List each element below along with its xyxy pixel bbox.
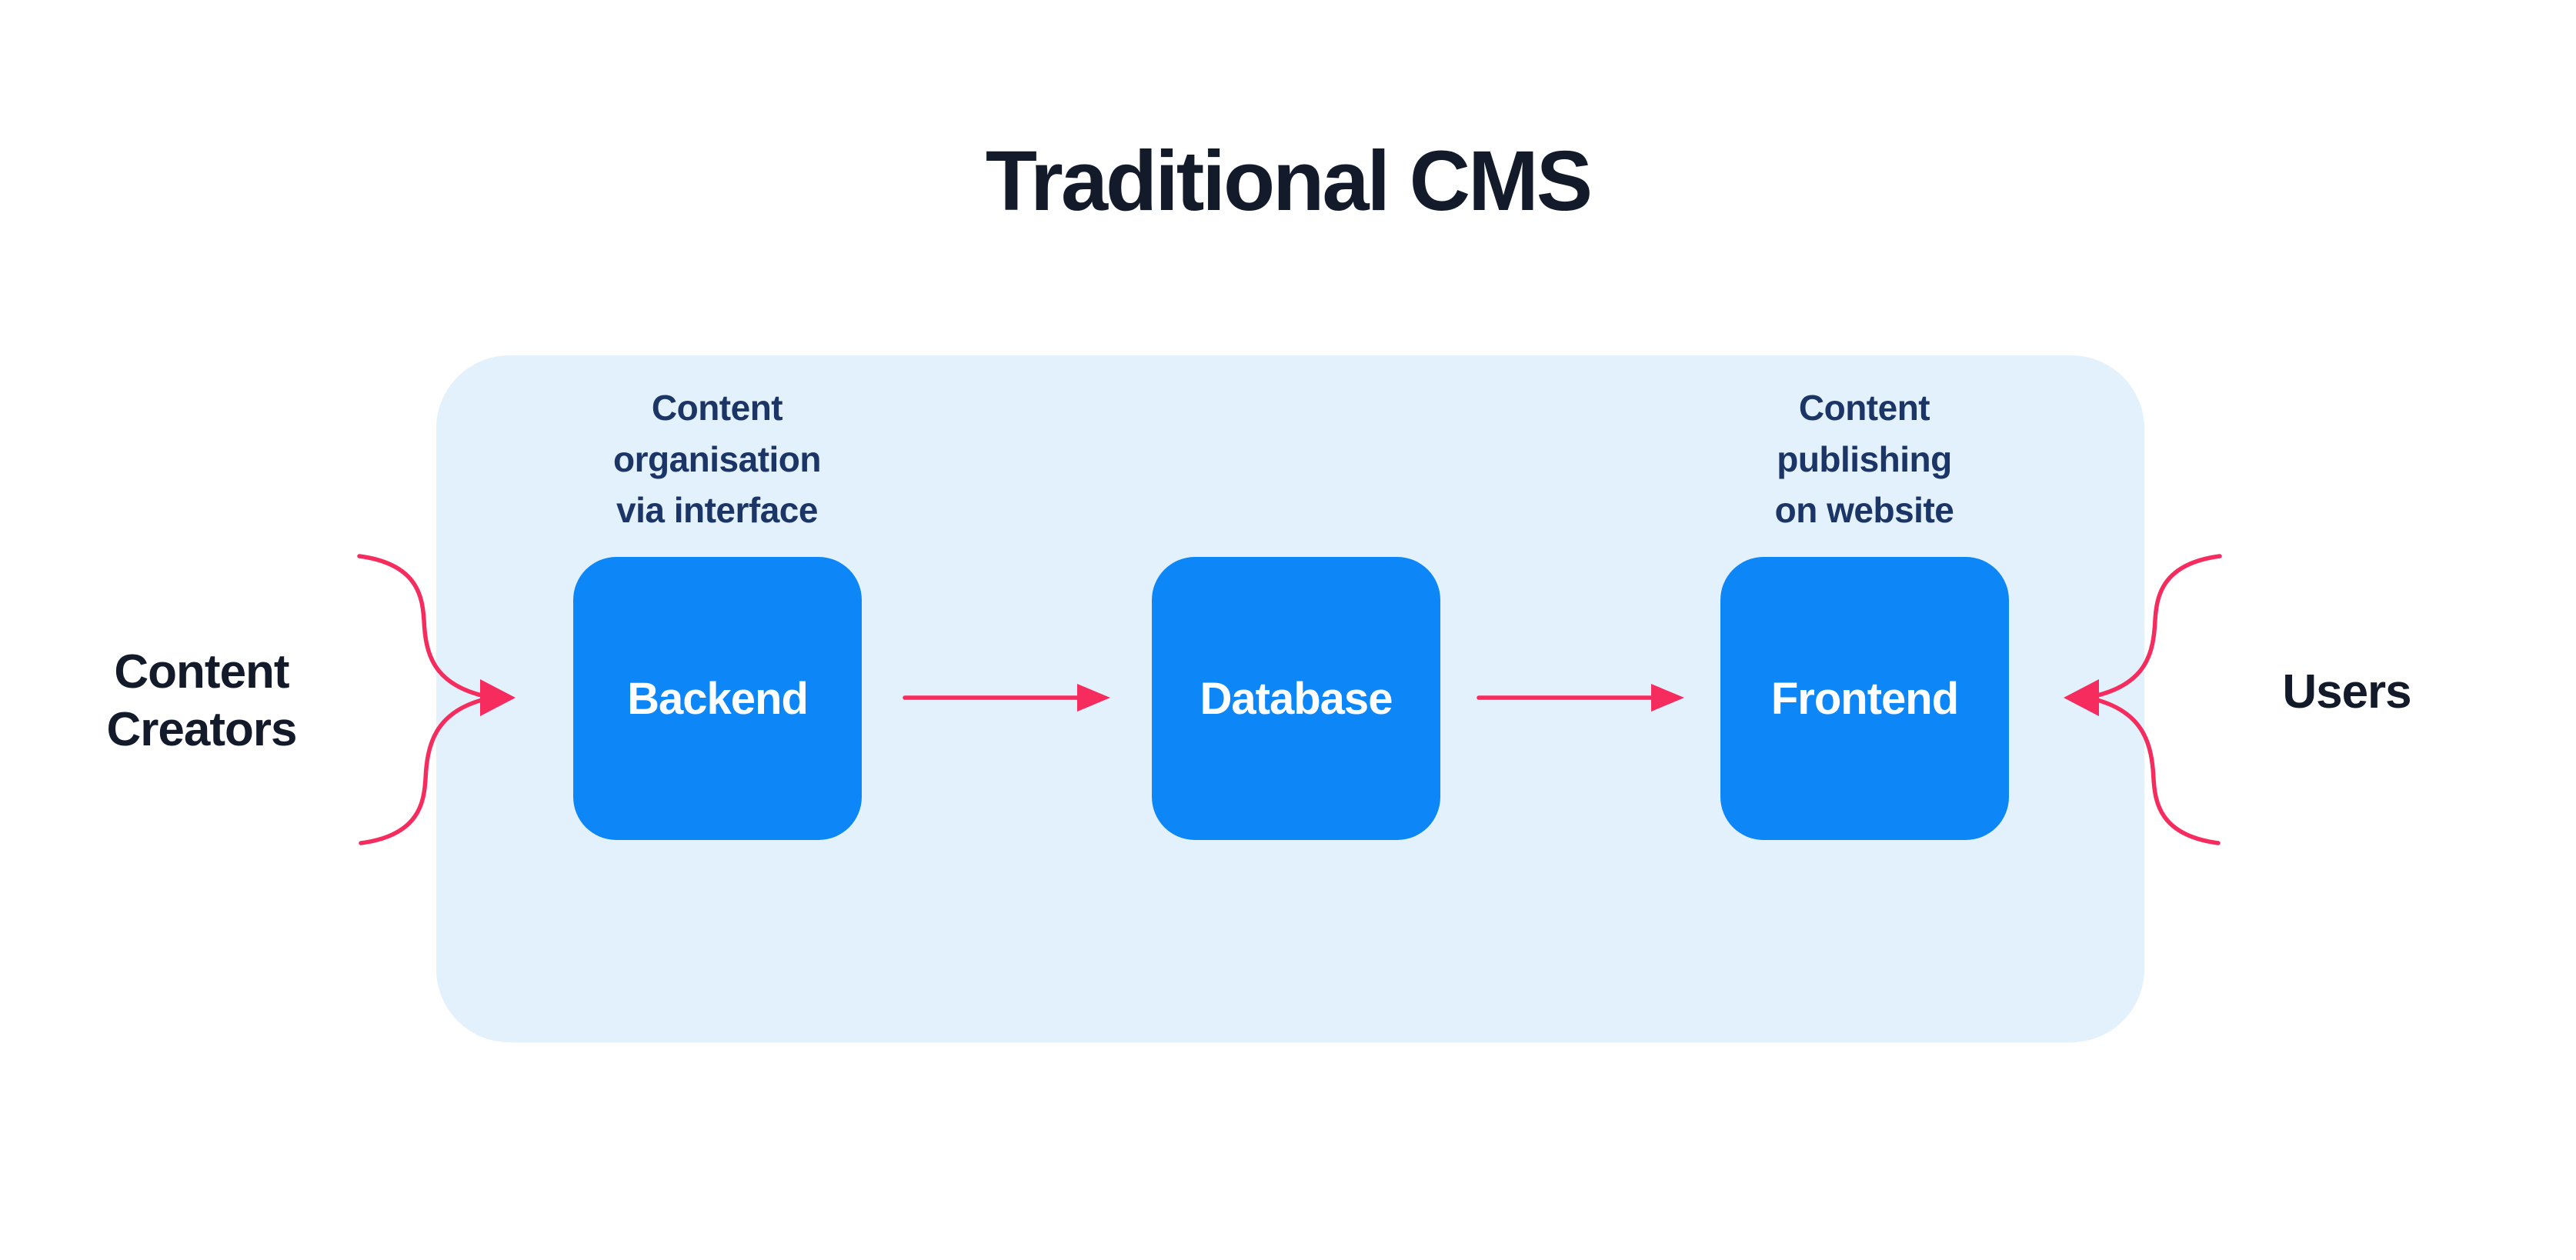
database-box: Database — [1152, 557, 1440, 840]
users-label: Users — [2154, 663, 2539, 721]
actor-label-line: Users — [2282, 665, 2411, 718]
frontend-box-label: Frontend — [1770, 673, 1959, 724]
content-creators-label: Content Creators — [9, 643, 394, 758]
annotation-line: publishing — [1777, 438, 1952, 479]
database-box-label: Database — [1200, 673, 1393, 724]
backend-box: Backend — [573, 557, 862, 840]
annotation-line: Content — [651, 388, 783, 428]
diagram-title: Traditional CMS — [985, 134, 1593, 228]
backend-annotation: Content organisation via interface — [486, 382, 948, 536]
annotation-line: organisation — [612, 438, 822, 479]
actor-label-line: Creators — [106, 703, 298, 757]
annotation-line: Content — [1798, 388, 1930, 428]
frontend-annotation: Content publishing on website — [1633, 382, 2095, 536]
frontend-box: Frontend — [1720, 557, 2009, 840]
backend-box-label: Backend — [627, 673, 809, 724]
annotation-line: on website — [1774, 490, 1954, 531]
actor-label-line: Content — [114, 645, 289, 698]
annotation-line: via interface — [616, 490, 818, 531]
